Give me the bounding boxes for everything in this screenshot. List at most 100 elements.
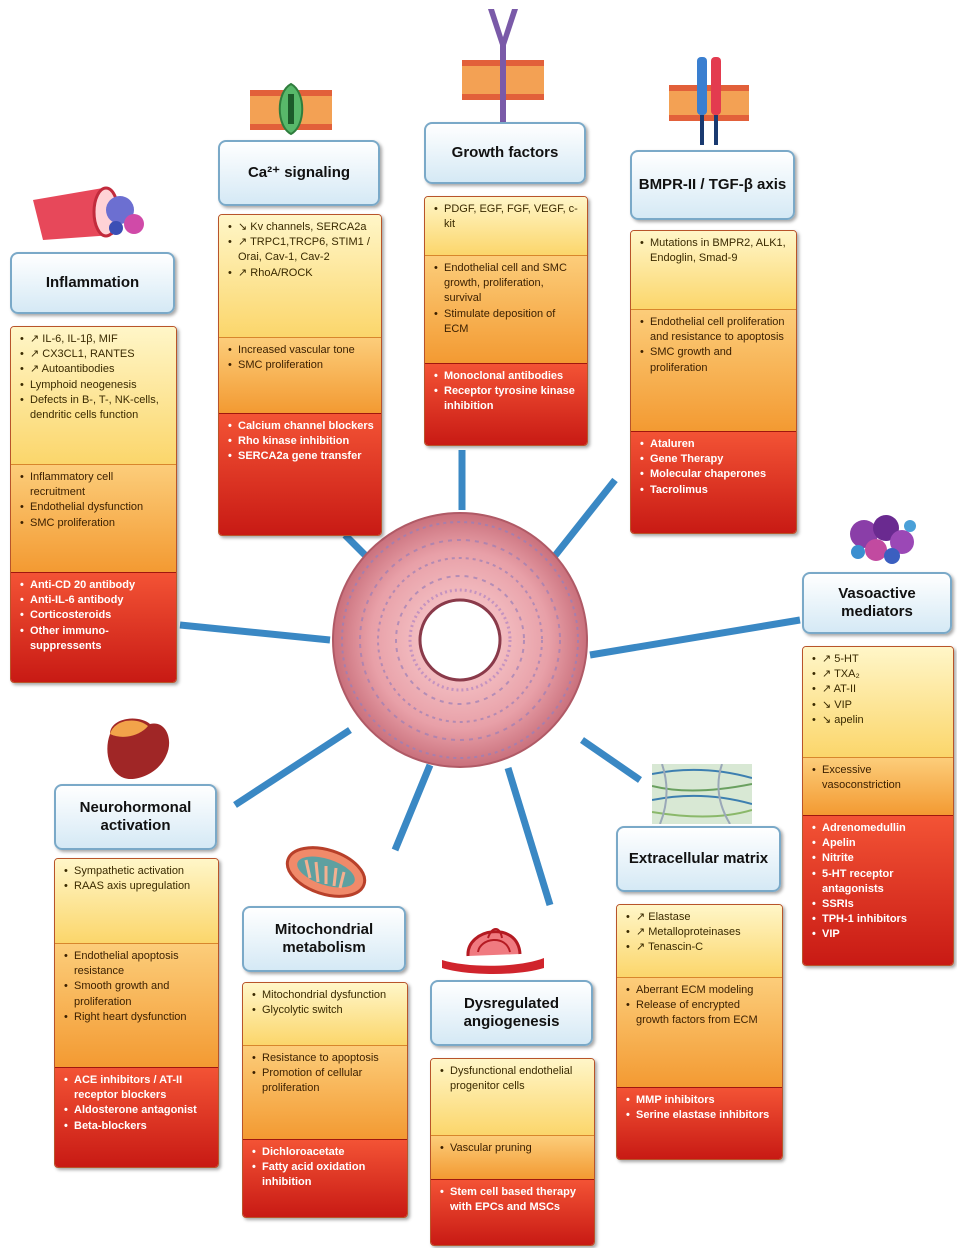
vessel-cross-section [332,512,588,768]
title-bmpr: BMPR-II / TGF-β axis [630,150,795,220]
therapies-bmpr: AtalurenGene TherapyMolecular chaperones… [631,431,796,533]
vessel-network-icon [442,928,544,974]
bullet-item: Mitochondrial dysfunction [252,988,401,1003]
bullet-item: Defects in B-, T-, NK-cells, dendritic c… [20,393,170,423]
bullet-item: Resistance to apoptosis [252,1051,401,1066]
effects-gf: Endothelial cell and SMC growth, prolife… [425,255,587,363]
panel-vaso: ↗ 5-HT↗ TXA₂↗ AT-II↘ VIP↘ apelin Excessi… [802,646,954,966]
bullet-item: Aberrant ECM modeling [626,983,776,998]
bullet-item: Corticosteroids [20,608,170,623]
bullet-item: ↗ TXA₂ [812,667,947,682]
effects-ca: Increased vascular toneSMC proliferation [219,337,381,413]
bullet-item: Inflammatory cell recruitment [20,470,170,500]
spoke-ecm [580,737,642,783]
title-ecm: Extracellular matrix [616,826,781,892]
fiber-matrix-icon [652,764,752,824]
effects-ecm: Aberrant ECM modelingRelease of encrypte… [617,977,782,1087]
bullet-item: SMC proliferation [228,358,375,373]
bullet-item: Serine elastase inhibitors [626,1108,776,1123]
bullet-item: Other immuno-suppressents [20,624,170,654]
bullet-item: Rho kinase inhibition [228,434,375,449]
bullet-item: Receptor tyrosine kinase inhibition [434,384,581,414]
bullet-item: 5-HT receptor antagonists [812,867,947,897]
bullet-item: ↘ Kv channels, SERCA2a [228,220,375,235]
mechanisms-vaso: ↗ 5-HT↗ TXA₂↗ AT-II↘ VIP↘ apelin [803,647,953,757]
title-angio: Dysregulated angiogenesis [430,980,593,1046]
bullet-item: Calcium channel blockers [228,419,375,434]
bullet-item: Fatty acid oxidation inhibition [252,1160,401,1190]
bullet-item: Right heart dysfunction [64,1010,212,1025]
therapies-angio: Stem cell based therapy with EPCs and MS… [431,1179,594,1245]
panel-neuro: Sympathetic activationRAAS axis upregula… [54,858,219,1168]
bullet-item: Dysfunctional endothelial progenitor cel… [440,1064,588,1094]
molecule-cluster-icon [850,515,916,564]
bullet-item: Tacrolimus [640,483,790,498]
artery-immune-cells-icon [33,186,144,240]
bullet-item: RAAS axis upregulation [64,879,212,894]
bullet-item: Molecular chaperones [640,467,790,482]
bullet-item: ↗ AT-II [812,682,947,697]
bullet-item: ↗ Metalloproteinases [626,925,776,940]
bullet-item: VIP [812,927,947,942]
title-neuro: Neurohormonal activation [54,784,217,850]
bullet-item: ↘ VIP [812,698,947,713]
spoke-neuro [233,727,352,808]
mechanisms-inflammation: ↗ IL-6, IL-1β, MIF↗ CX3CL1, RANTES↗ Auto… [11,327,176,464]
bullet-item: Endothelial dysfunction [20,500,170,515]
bullet-item: Lymphoid neogenesis [20,378,170,393]
bullet-item: Anti-CD 20 antibody [20,578,170,593]
bullet-item: MMP inhibitors [626,1093,776,1108]
bullet-item: ↗ RhoA/ROCK [228,266,375,281]
therapies-ecm: MMP inhibitorsSerine elastase inhibitors [617,1087,782,1159]
effects-vaso: Excessive vasoconstriction [803,757,953,815]
panel-ca: ↘ Kv channels, SERCA2a↗ TRPC1,TRCP6, STI… [218,214,382,536]
bullet-item: SSRIs [812,897,947,912]
effects-angio: Vascular pruning [431,1135,594,1179]
spoke-mito [391,763,434,852]
mechanisms-mito: Mitochondrial dysfunctionGlycolytic swit… [243,983,407,1045]
bullet-item: ↘ apelin [812,713,947,728]
title-mito: Mitochondrial metabolism [242,906,406,972]
bullet-item: PDGF, EGF, FGF, VEGF, c-kit [434,202,581,232]
calcium-channel-icon [250,82,332,136]
mechanisms-ecm: ↗ Elastase↗ Metalloproteinases↗ Tenascin… [617,905,782,977]
title-ca: Ca²⁺ signaling [218,140,380,206]
effects-neuro: Endothelial apoptosis resistanceSmooth g… [55,943,218,1067]
bullet-item: Gene Therapy [640,452,790,467]
spoke-bmpr [547,477,618,565]
bullet-item: ↗ TRPC1,TRCP6, STIM1 / Orai, Cav-1, Cav-… [228,235,375,265]
bullet-item: Stem cell based therapy with EPCs and MS… [440,1185,588,1215]
bullet-item: SERCA2a gene transfer [228,449,375,464]
panel-inflammation: ↗ IL-6, IL-1β, MIF↗ CX3CL1, RANTES↗ Auto… [10,326,177,683]
mechanisms-neuro: Sympathetic activationRAAS axis upregula… [55,859,218,943]
therapies-inflammation: Anti-CD 20 antibodyAnti-IL-6 antibodyCor… [11,572,176,682]
panel-bmpr: Mutations in BMPR2, ALK1, Endoglin, Smad… [630,230,797,534]
bullet-item: Adrenomedullin [812,821,947,836]
bullet-item: Endothelial cell proliferation and resis… [640,315,790,345]
mechanisms-angio: Dysfunctional endothelial progenitor cel… [431,1059,594,1135]
bullet-item: Glycolytic switch [252,1003,401,1018]
bullet-item: Smooth growth and proliferation [64,979,212,1009]
mechanisms-gf: PDGF, EGF, FGF, VEGF, c-kit [425,197,587,255]
bullet-item: Release of encrypted growth factors from… [626,998,776,1028]
therapies-neuro: ACE inhibitors / AT-II receptor blockers… [55,1067,218,1167]
bullet-item: Anti-IL-6 antibody [20,593,170,608]
panel-angio: Dysfunctional endothelial progenitor cel… [430,1058,595,1246]
therapies-mito: DichloroacetateFatty acid oxidation inhi… [243,1139,407,1217]
title-gf: Growth factors [424,122,586,184]
bullet-item: Beta-blockers [64,1119,212,1134]
spoke-angio [504,766,554,907]
bmpr-receptor-icon [669,57,749,145]
bullet-item: Mutations in BMPR2, ALK1, Endoglin, Smad… [640,236,790,266]
mitochondrion-icon [285,846,367,898]
therapies-vaso: AdrenomedullinApelinNitrite5-HT receptor… [803,815,953,965]
bullet-item: ↗ IL-6, IL-1β, MIF [20,332,170,347]
panel-gf: PDGF, EGF, FGF, VEGF, c-kit Endothelial … [424,196,588,446]
mechanisms-bmpr: Mutations in BMPR2, ALK1, Endoglin, Smad… [631,231,796,309]
bullet-item: Ataluren [640,437,790,452]
bullet-item: Vascular pruning [440,1141,588,1156]
bullet-item: Increased vascular tone [228,343,375,358]
bullet-item: ↗ Tenascin-C [626,940,776,955]
title-vaso: Vasoactive mediators [802,572,952,634]
effects-bmpr: Endothelial cell proliferation and resis… [631,309,796,431]
